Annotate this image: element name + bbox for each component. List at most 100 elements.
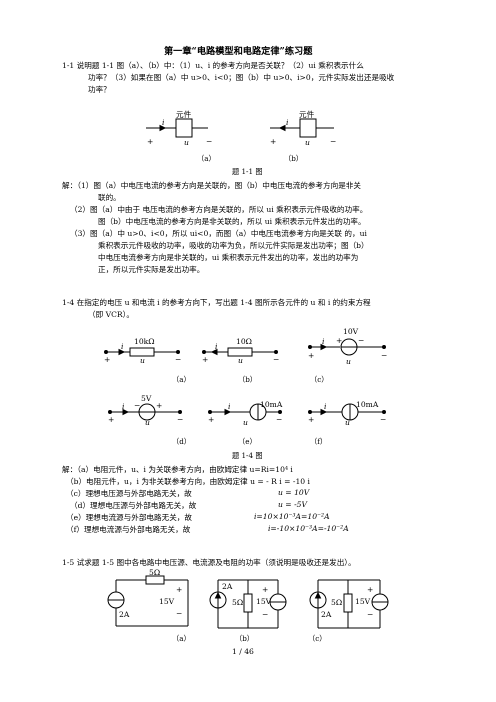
q4-sol-c: （c）理想电压源与外部电路无关，故 — [66, 489, 192, 498]
fig-1-4e — [208, 403, 282, 421]
element-label-a: 元件 — [176, 110, 192, 119]
fig-1-4a — [104, 347, 180, 357]
fig-1-1b — [270, 118, 334, 138]
plus-b: + — [270, 137, 277, 146]
q5c-cs: 2A — [321, 610, 332, 619]
q5a-vs: 15V — [159, 597, 175, 606]
q4-line1: 1-4 在指定的电压 u 和电流 i 的参考方向下，写出题 1-4 图所示各元件… — [62, 298, 371, 307]
a-i: i — [121, 342, 124, 351]
q4-sol-e-eq: i=10×10⁻³A=10⁻²A — [254, 512, 330, 521]
e-i: i — [228, 402, 231, 411]
c-minus: − — [381, 351, 388, 360]
q1-sol3c: 中电压电流参考方向是非关联的，ui 乘积表示元件发出的功率，发出的功率为 — [98, 253, 359, 262]
current-i-a: i — [162, 118, 165, 127]
q1-sol2b: 图（b）中电压电流的参考方向是非关联的，所以 ui 乘积表示元件发出的功率。 — [98, 217, 366, 226]
q5b-cs: 2A — [222, 582, 233, 591]
fig-1-4f — [308, 403, 386, 421]
res-b-value: 10Ω — [236, 337, 252, 346]
q1-line3: 功率？ — [88, 85, 111, 94]
res-a-value: 10kΩ — [134, 337, 155, 346]
fig-1-5a — [107, 575, 189, 627]
q5-lab-c: （c） — [308, 634, 327, 643]
lab-d: （d） — [172, 437, 191, 446]
c-plus: + — [308, 351, 315, 360]
q5-lab-b: （b） — [235, 634, 254, 643]
page-number: 1 / 46 — [232, 647, 254, 656]
lab-b: （b） — [238, 375, 257, 384]
minus-b: − — [330, 137, 337, 146]
q1-sol1a: 解：（1）图（a）中电压电流的参考方向是关联的，图（b）中电压电流的参考方向是非… — [62, 181, 361, 190]
fig-1-4b — [202, 347, 278, 357]
voltage-u-b: u — [305, 138, 310, 147]
cs-f-value: 10mA — [356, 400, 379, 409]
voltage-u-a: u — [184, 138, 189, 147]
q5b-res: 5Ω — [232, 598, 244, 607]
d-src-minus: − — [134, 401, 141, 410]
q5b-minus: − — [262, 610, 269, 619]
q4-sol-a: 解：（a）电阻元件，u、i 为关联参考方向，由欧姆定律 u=Ri=10⁴ i — [62, 465, 293, 474]
q4-sol-d: （d）理想电压源与外部电路无关，故 — [70, 501, 197, 510]
q1-sol3a: （3）图（a）中 u>0、i<0，所以 ui<0，而图（a）中电压电流参考方向是… — [70, 229, 367, 238]
lab-f: （f） — [310, 437, 328, 446]
fig-1-4-caption: 题 1-4 图 — [232, 451, 263, 460]
lab-a: （a） — [172, 375, 191, 384]
q5c-res: 5Ω — [331, 598, 343, 607]
e-minus: − — [276, 415, 283, 424]
c-src-plus: + — [336, 336, 343, 345]
q4-sol-f: （f）理想电流源与外部电路无关，故 — [66, 525, 191, 534]
q1-line1: 1-1 说明题 1-1 图（a）、（b）中：（1）u、i 的参考方向是否关联？（… — [62, 61, 364, 70]
cs-e-value: 10mA — [260, 400, 283, 409]
plus-a: + — [147, 137, 154, 146]
q4-sol-d-eq: u = -5V — [278, 500, 307, 509]
b-minus: − — [273, 355, 280, 364]
q5c-minus: − — [367, 610, 374, 619]
current-i-b: i — [286, 118, 289, 127]
q5c-plus: + — [367, 585, 374, 594]
fig-1-4d — [108, 403, 182, 421]
lab-e: （e） — [238, 437, 257, 446]
d-i: i — [122, 402, 125, 411]
a-u: u — [140, 356, 145, 365]
q4-sol-f-eq: i=-10×10⁻³A=-10⁻²A — [268, 524, 349, 533]
fig-a-label: （a） — [197, 154, 216, 163]
d-minus: − — [177, 415, 184, 424]
q5b-plus: + — [262, 585, 269, 594]
q5a-minus: − — [176, 609, 183, 618]
f-u: u — [345, 418, 350, 427]
a-plus: + — [104, 355, 111, 364]
fig-1-5b — [209, 579, 287, 629]
c-src-minus: − — [358, 336, 365, 345]
vs-d-value: 5V — [141, 394, 152, 403]
b-i: i — [215, 342, 218, 351]
q1-line2: 功率？（3）如果在图（a）中 u>0、i<0；图（b）中 u>0、i>0，元件实… — [88, 73, 395, 82]
b-plus: + — [202, 355, 209, 364]
vs-c-value: 10V — [343, 327, 359, 336]
f-plus: + — [308, 415, 315, 424]
q1-sol3b: 乘积表示元件吸收的功率，吸收的功率为负，所以元件实际是发出功率；图（b） — [98, 241, 369, 250]
q5b-vs: 15V — [256, 597, 272, 606]
b-u: u — [238, 356, 243, 365]
q5-line1: 1-5 试求题 1-5 图中各电路中电压源、电流源及电阻的功率（须说明是吸收还是… — [62, 558, 356, 567]
q1-sol3d: 正，所以元件实际是发出功率。 — [98, 265, 205, 274]
fig-1-5c — [309, 579, 389, 629]
q4-sol-b: （b）电阻元件，u，i 为非关联参考方向，由欧姆定律 u = - R i = -… — [66, 477, 310, 486]
fig-1-1-caption: 题 1-1 图 — [232, 167, 263, 176]
c-i: i — [322, 337, 325, 346]
d-plus: + — [108, 415, 115, 424]
q4-sol-c-eq: u = 10V — [278, 488, 310, 497]
q1-sol1b: 联的。 — [98, 193, 121, 202]
q4-line2: （即 VCR）。 — [88, 310, 135, 319]
d-u: u — [145, 418, 150, 427]
q4-sol-e: （e）理想电流源与外部电路无关，故 — [66, 513, 192, 522]
e-plus: + — [208, 415, 215, 424]
f-minus: − — [380, 415, 387, 424]
c-u: u — [346, 357, 351, 366]
a-minus: − — [175, 355, 182, 364]
q5c-vs: 15V — [355, 597, 371, 606]
q5-lab-a: （a） — [172, 634, 191, 643]
q5a-plus: + — [176, 585, 183, 594]
e-u: u — [243, 418, 248, 427]
